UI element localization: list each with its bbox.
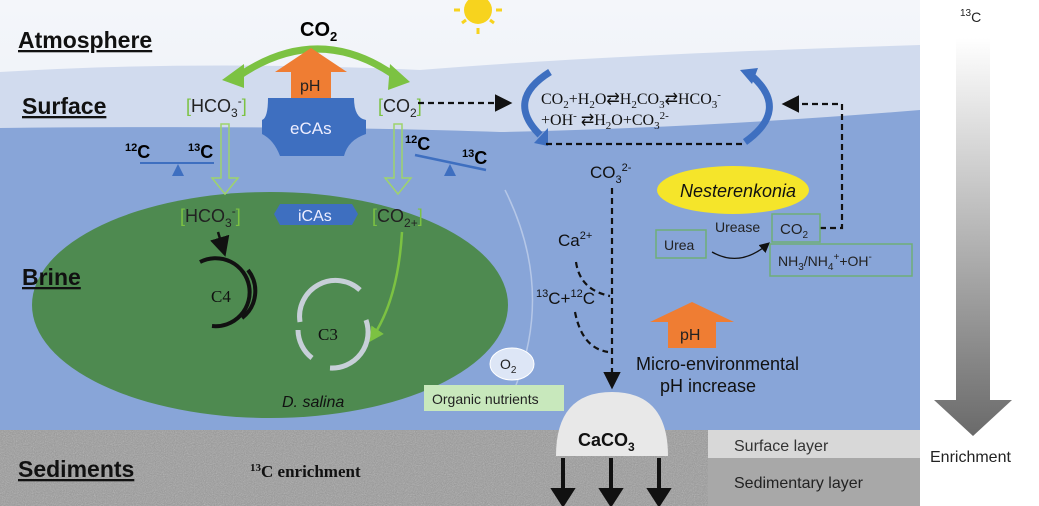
nesterenkonia-ellipse [657, 166, 809, 214]
label-surface: Surface [22, 93, 106, 119]
o2-label: O2 [500, 356, 517, 376]
cell-name: D. salina [282, 394, 344, 411]
ca-dashed-path [574, 261, 611, 298]
ca-label: Ca2+ [558, 230, 592, 250]
scale-top-label: 13C [960, 8, 981, 25]
ph-label: pH [300, 78, 320, 95]
svg-text:13C: 13C [188, 142, 213, 162]
o2-bubble [489, 347, 535, 381]
co2-uptake-arrow [383, 123, 413, 196]
sinking-arrows [550, 458, 672, 506]
sedimentary-layer-box [708, 458, 920, 506]
isotope-balance-left: 12C 13C [125, 142, 214, 176]
equation-left-arrow [521, 69, 552, 138]
sedimentary-layer-label: Sedimentary layer [734, 475, 864, 492]
c3-label: C3 [318, 325, 338, 344]
micro-ph-arrow [650, 302, 734, 348]
equation-line-2: +OH- ⇄H2O+CO32- [541, 110, 669, 132]
equation-right-arrow [742, 73, 773, 145]
equation-line-1: CO2+H2O⇄H2CO3⇄HCO3- [541, 89, 721, 111]
label-sediments: Sediments [18, 456, 134, 482]
surface-layer-label: Surface layer [734, 438, 829, 455]
isotope-balance-right: 12C 13C [405, 134, 487, 176]
ph-up-arrow [275, 48, 347, 98]
enrichment-scale-arrow [934, 38, 1012, 436]
urease-reaction-arrow [711, 242, 770, 259]
co2-exchange-arrow [233, 45, 401, 81]
cell-co2: [CO2+] [372, 206, 423, 230]
micro-ph-line2: pH increase [660, 376, 756, 396]
organic-nutrients-box [424, 385, 564, 411]
c13-enrichment-label: 13C enrichment [250, 462, 361, 481]
surface-sediment-box [708, 430, 920, 458]
urea-label: Urea [664, 237, 695, 253]
co3-label: CO32- [590, 162, 632, 186]
atmosphere-co2: CO2 [300, 19, 337, 44]
urease-label: Urease [715, 219, 760, 235]
icas-enzyme [274, 204, 358, 225]
co2-to-c3-arrow [369, 231, 404, 343]
nesterenkonia-label: Nesterenkonia [680, 181, 796, 201]
nh3-label: NH3/NH4++OH- [778, 252, 872, 273]
caco3-dome [556, 392, 668, 456]
ecas-label: eCAs [290, 119, 332, 138]
svg-text:12C: 12C [125, 142, 150, 162]
micro-ph-label: pH [680, 327, 700, 344]
urease-co2-dashed-arrow [781, 95, 844, 230]
surface-co2: [CO2] [378, 96, 422, 120]
urease-co2-label: CO2 [780, 221, 809, 241]
carbon-dashed-path [573, 311, 609, 354]
c3-cycle-icon [295, 278, 371, 371]
surface-hco3: [HCO3-] [186, 94, 247, 120]
micro-ph-line1: Micro-environmental [636, 354, 799, 374]
icas-label: iCAs [298, 208, 332, 225]
svg-text:13C: 13C [462, 148, 487, 168]
caco3-label: CaCO3 [578, 430, 635, 454]
label-brine: Brine [22, 264, 81, 290]
sun-icon [454, 0, 502, 34]
ecas-enzyme [262, 98, 366, 156]
c4-cycle-icon [199, 256, 258, 329]
organic-nutrients-label: Organic nutrients [432, 391, 539, 407]
svg-text:12C: 12C [405, 134, 430, 154]
c4-label: C4 [211, 287, 231, 306]
label-atmosphere: Atmosphere [18, 27, 152, 53]
scale-bottom-label: Enrichment [930, 449, 1011, 466]
carbon-isotopes-label: 13C+12C [536, 288, 595, 308]
cell-hco3: [HCO3-] [180, 204, 241, 230]
d-salina-cell [32, 192, 508, 418]
hco3-uptake-arrow [210, 123, 240, 196]
